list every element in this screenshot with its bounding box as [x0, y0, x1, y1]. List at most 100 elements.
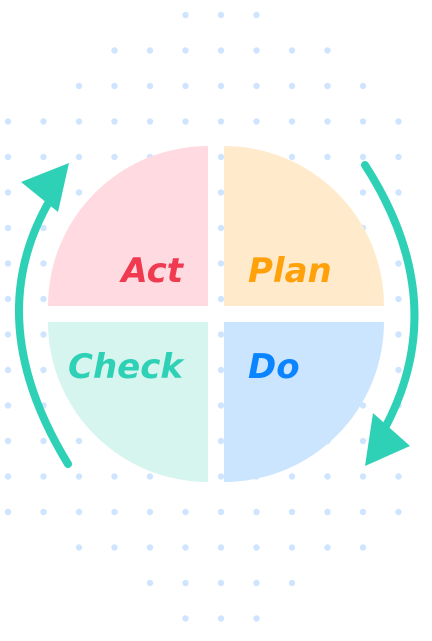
background-dot — [40, 118, 47, 125]
background-dot — [359, 118, 367, 125]
background-dot — [75, 437, 83, 445]
background-dot — [111, 153, 118, 161]
background-dot — [359, 544, 367, 551]
background-dot — [111, 508, 118, 516]
background-dot — [4, 118, 12, 125]
background-dot — [217, 11, 225, 19]
background-dot — [324, 473, 331, 480]
background-dot — [75, 82, 83, 90]
background-dot — [4, 189, 12, 196]
background-dot — [253, 508, 260, 516]
background-dot — [217, 508, 225, 516]
background-dot — [217, 82, 225, 90]
background-dot — [217, 402, 225, 409]
background-dot — [395, 260, 402, 267]
background-dot — [4, 260, 12, 267]
background-dot — [395, 189, 402, 196]
background-dot — [40, 473, 47, 480]
background-dot — [146, 579, 154, 587]
dot-grid-background — [4, 11, 402, 622]
background-dot — [182, 82, 189, 90]
background-dot — [359, 508, 367, 516]
background-dot — [111, 47, 118, 54]
background-dot — [324, 153, 331, 161]
background-dot — [182, 118, 189, 125]
background-dot — [146, 118, 154, 125]
background-dot — [217, 579, 225, 587]
background-dot — [217, 47, 225, 54]
background-dot — [253, 615, 260, 622]
background-dot — [253, 579, 260, 587]
background-dot — [288, 82, 296, 90]
background-dot — [395, 331, 402, 338]
background-dot — [182, 508, 189, 516]
background-dot — [146, 47, 154, 54]
background-dot — [146, 508, 154, 516]
background-dot — [217, 118, 225, 125]
background-dot — [4, 437, 12, 445]
background-dot — [111, 473, 118, 480]
background-dot — [4, 224, 12, 232]
background-dot — [4, 402, 12, 409]
quadrant-plan — [224, 146, 384, 306]
background-dot — [40, 508, 47, 516]
background-dot — [4, 331, 12, 338]
background-dot — [217, 189, 225, 196]
background-dot — [324, 508, 331, 516]
background-dot — [182, 11, 189, 19]
background-dot — [395, 473, 402, 480]
background-dot — [75, 508, 83, 516]
label-check: Check — [68, 347, 185, 387]
background-dot — [4, 508, 12, 516]
background-dot — [359, 473, 367, 480]
background-dot — [395, 508, 402, 516]
label-plan: Plan — [248, 251, 332, 291]
background-dot — [324, 544, 331, 551]
background-dot — [324, 47, 331, 54]
background-dot — [288, 118, 296, 125]
background-dot — [111, 118, 118, 125]
background-dot — [324, 118, 331, 125]
label-do: Do — [248, 347, 300, 387]
background-dot — [217, 224, 225, 232]
cycle-arrow-icon — [361, 161, 419, 466]
background-dot — [182, 579, 189, 587]
background-dot — [253, 118, 260, 125]
background-dot — [217, 437, 225, 445]
background-dot — [4, 295, 12, 303]
background-dot — [40, 295, 47, 303]
background-dot — [40, 224, 47, 232]
background-dot — [253, 11, 260, 19]
background-dot — [217, 544, 225, 551]
background-dot — [288, 47, 296, 54]
background-dot — [75, 153, 83, 161]
label-act: Act — [118, 251, 184, 291]
background-dot — [217, 615, 225, 622]
background-dot — [395, 366, 402, 374]
background-dot — [40, 366, 47, 374]
background-dot — [253, 82, 260, 90]
background-dot — [359, 153, 367, 161]
background-dot — [4, 366, 12, 374]
background-dot — [40, 153, 47, 161]
background-dot — [288, 508, 296, 516]
background-dot — [4, 473, 12, 480]
background-dot — [40, 331, 47, 338]
background-dot — [359, 82, 367, 90]
background-dot — [324, 82, 331, 90]
background-dot — [146, 473, 154, 480]
background-dot — [4, 153, 12, 161]
background-dot — [111, 82, 118, 90]
background-dot — [217, 260, 225, 267]
quadrant-act — [48, 146, 208, 306]
background-dot — [395, 118, 402, 125]
background-dot — [395, 153, 402, 161]
background-dot — [75, 473, 83, 480]
background-dot — [288, 544, 296, 551]
background-dot — [217, 153, 225, 161]
background-dot — [217, 331, 225, 338]
cycle-arrow-icon — [14, 163, 72, 468]
background-dot — [182, 544, 189, 551]
